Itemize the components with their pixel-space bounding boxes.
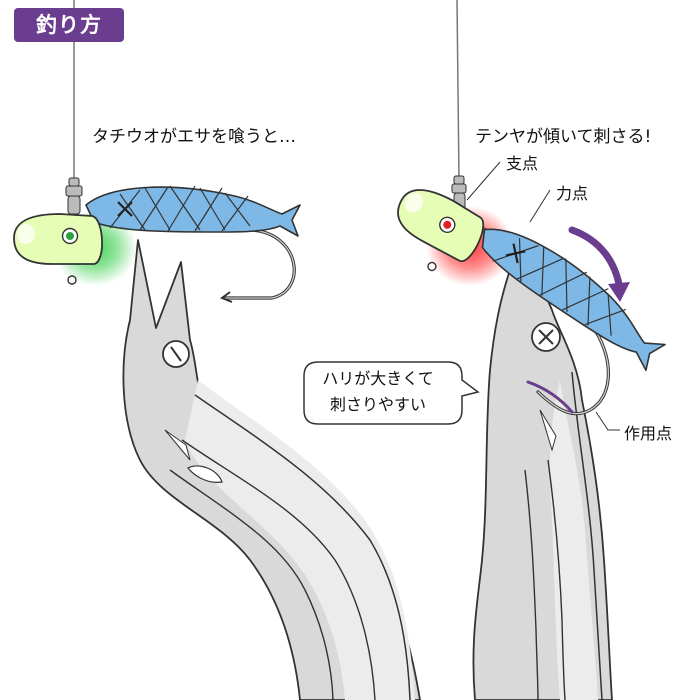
right-fishing-line (456, 0, 460, 181)
right-jig-head (397, 189, 485, 272)
right-scene (397, 0, 666, 700)
fulcrum-leader (466, 161, 501, 201)
speech-bubble-text: ハリが大きくて 刺さりやすい (300, 366, 456, 418)
fulcrum-label: 支点 (506, 154, 539, 173)
right-swivel (451, 175, 467, 210)
left-scene (13, 0, 421, 700)
speech-bubble-line2: 刺さりやすい (329, 395, 426, 414)
right-bait-fish (481, 228, 666, 372)
method-badge-label: 釣り方 (36, 13, 102, 37)
left-ribbonfish (122, 239, 421, 700)
right-caption: テンヤが傾いて刺さる! (475, 127, 652, 147)
speech-bubble (303, 361, 480, 425)
action-leader (595, 411, 620, 431)
left-bait-fish (85, 185, 301, 237)
speech-bubble-line1: ハリが大きくて (322, 369, 434, 388)
left-caption: タチウオがエサを喰うと… (92, 127, 296, 147)
method-badge: 釣り方 (14, 8, 124, 42)
effort-label: 力点 (556, 184, 589, 203)
left-swivel (65, 177, 83, 215)
right-hook-point (526, 380, 574, 414)
effort-leader (529, 189, 551, 223)
left-jig-head (13, 213, 103, 285)
rotation-arrow (568, 226, 630, 302)
action-label: 作用点 (624, 424, 673, 443)
